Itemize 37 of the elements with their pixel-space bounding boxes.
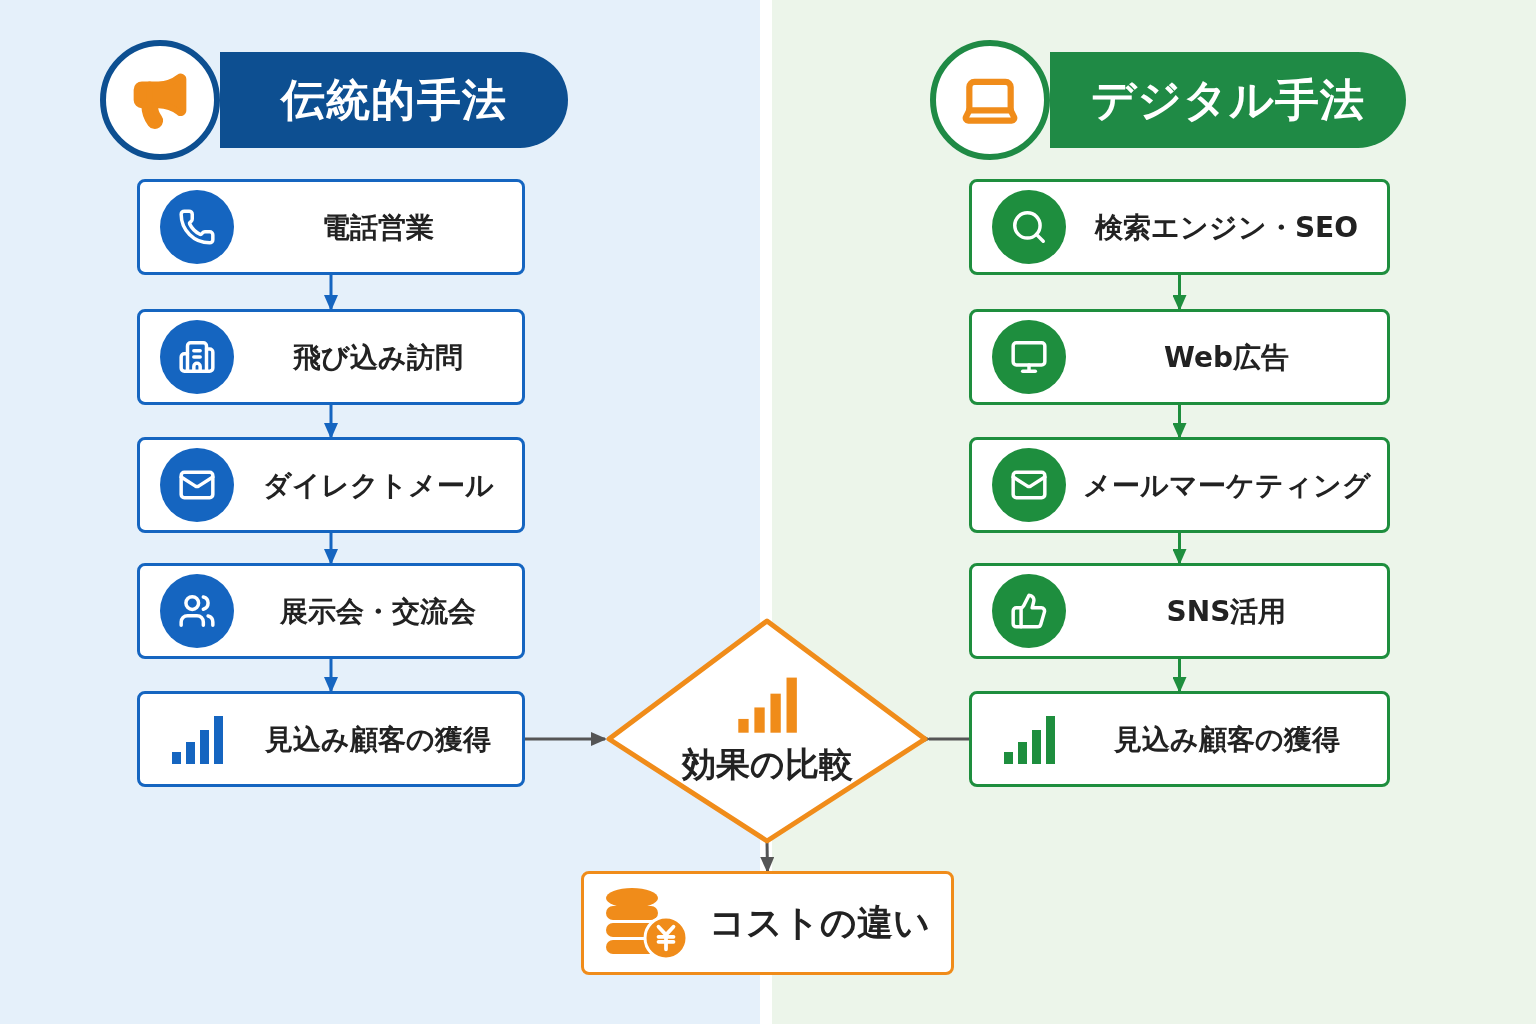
header-banner: [220, 52, 568, 148]
arrow: [324, 659, 338, 693]
step-label: Web広告: [1164, 339, 1289, 375]
result-label: コストの違い: [709, 901, 930, 945]
arrow: [1172, 275, 1187, 311]
step-label: ダイレクトメール: [262, 467, 494, 503]
arrow: [525, 732, 607, 746]
step-label: 電話営業: [322, 209, 434, 245]
step-box: [137, 563, 525, 659]
header-title: デジタル手法: [1090, 73, 1366, 127]
step-box: [969, 437, 1390, 533]
arrow: [1172, 405, 1187, 439]
step-box: [137, 179, 525, 275]
step-label: 見込み顧客の獲得: [1113, 721, 1340, 757]
result-box: [581, 871, 954, 975]
step-label: 飛び込み訪問: [293, 339, 463, 375]
arrow: [324, 275, 338, 311]
step-box: [969, 309, 1390, 405]
step-box: [969, 179, 1390, 275]
decision-label: 効果の比較: [681, 742, 853, 786]
step-label: メールマーケティング: [1082, 467, 1371, 503]
arrow: [1172, 659, 1187, 693]
arrow: [324, 405, 338, 439]
step-label: 検索エンジン・SEO: [1094, 209, 1359, 245]
step-box: [137, 691, 525, 787]
step-label: 見込み顧客の獲得: [265, 721, 491, 757]
step-box: [969, 691, 1390, 787]
arrow: [1172, 533, 1187, 565]
step-box: [137, 437, 525, 533]
header-title: 伝統的手法: [281, 73, 507, 127]
header-banner: [1050, 52, 1406, 148]
step-box: [969, 563, 1390, 659]
step-label: SNS活用: [1166, 593, 1287, 629]
arrow: [324, 533, 338, 565]
step-label: 展示会・交流会: [280, 593, 476, 629]
arrow: [760, 840, 775, 873]
step-box: [137, 309, 525, 405]
